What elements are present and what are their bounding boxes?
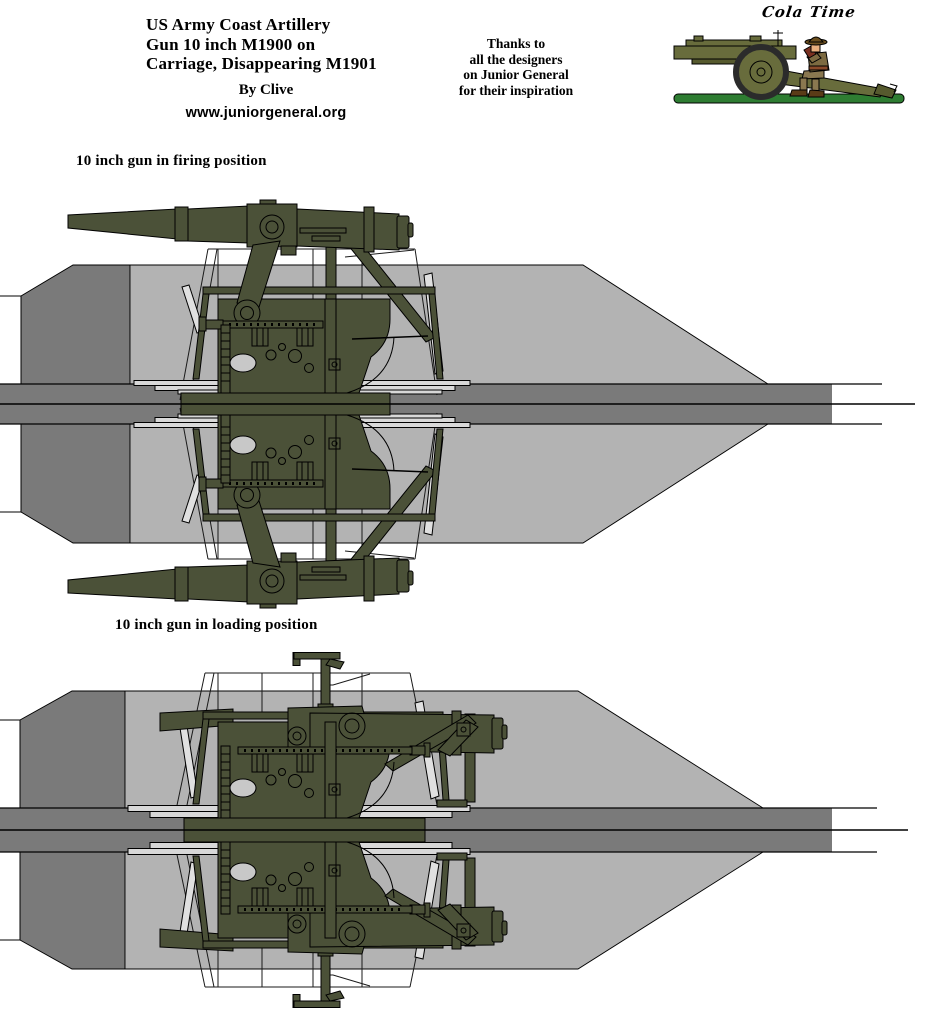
access-ladder <box>220 324 231 394</box>
carriage-base-plate <box>180 392 391 405</box>
disappearing-gun-loading <box>159 652 508 819</box>
carriage-base-plate <box>183 817 426 831</box>
lightening-hole <box>229 778 257 798</box>
rear-foot <box>436 799 468 808</box>
cola-time-logo-illustration <box>673 30 905 104</box>
trunnion-ring <box>259 214 285 240</box>
page-title: US Army Coast Artillery Gun 10 inch M190… <box>146 15 446 74</box>
disappearing-gun-firing <box>67 199 444 394</box>
thanks-line-1: Thanks to <box>486 36 546 51</box>
crosshead-boss <box>456 722 471 737</box>
figure-loading-position <box>0 652 908 1009</box>
logo-soldier <box>789 36 830 98</box>
thanks-note: Thanks to all the designers on Junior Ge… <box>437 36 595 98</box>
title-line-1: US Army Coast Artillery <box>146 15 331 34</box>
caption-firing-position: 10 inch gun in firing position <box>76 153 267 169</box>
title-line-3: Carriage, Disappearing M1901 <box>146 54 377 73</box>
firing-half-drawing <box>0 199 882 405</box>
breech-block <box>396 215 410 249</box>
parapet-wedge <box>20 264 131 404</box>
barrel-muzzle <box>67 208 178 240</box>
access-ladder <box>220 745 231 819</box>
website-url: www.juniorgeneral.org <box>185 105 347 121</box>
gun-barrel-firing <box>67 199 414 256</box>
logo-grass-base <box>673 93 905 104</box>
racer-rail <box>202 286 436 295</box>
logo-soldier-boot <box>789 89 808 97</box>
cola-time-label: Cola Time <box>760 3 858 21</box>
center-post <box>324 721 337 819</box>
thanks-line-2: all the designers <box>469 51 563 67</box>
hydraulic-pipe <box>325 240 337 308</box>
logo-gun-wheel <box>733 44 789 100</box>
figure-firing-position <box>0 199 915 610</box>
byline: By Clive <box>238 82 294 98</box>
title-line-2: Gun 10 inch M1900 on <box>146 34 316 54</box>
breech-block <box>491 717 504 750</box>
caption-loading-position: 10 inch gun in loading position <box>115 617 318 633</box>
thanks-line-3: on Junior General <box>463 67 569 82</box>
carriage-details <box>198 298 429 394</box>
loading-half-drawing <box>0 652 877 831</box>
trunnion-block <box>246 203 298 248</box>
thanks-line-4: for their inspiration <box>458 82 574 98</box>
logo-soldier-belt <box>808 65 829 71</box>
logo-soldier-boot <box>807 89 825 98</box>
lightening-hole <box>229 353 257 373</box>
center-post <box>324 298 337 394</box>
logo-cola-bottle <box>803 45 817 59</box>
rear-support-post <box>464 713 476 803</box>
carriage-details <box>220 721 431 819</box>
